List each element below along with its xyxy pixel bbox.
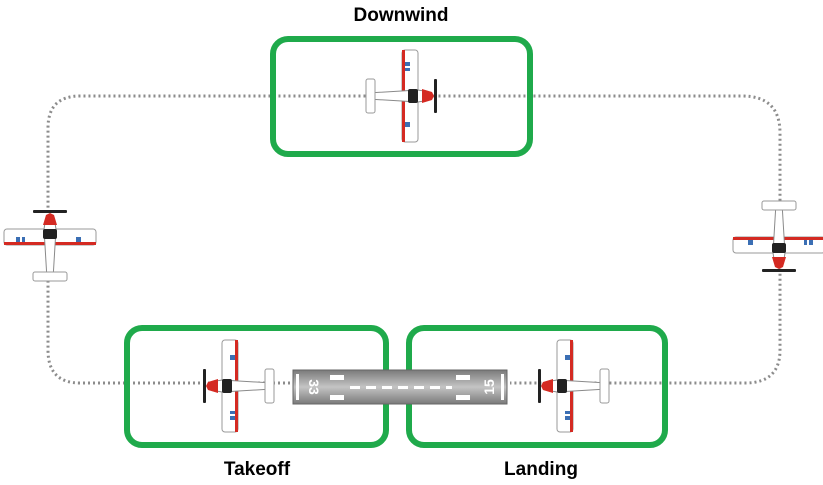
aircraft-crosswind (3, 209, 97, 282)
aircraft-downwind (365, 49, 438, 143)
traffic-pattern-path (46, 94, 782, 385)
downwind-box (270, 36, 533, 157)
downwind-label: Downwind (354, 5, 449, 26)
runway-number-right: 15 (481, 379, 497, 395)
runway: 33 15 (292, 369, 508, 405)
landing-label: Landing (504, 459, 578, 480)
aircraft-takeoff (202, 339, 275, 433)
aircraft-base (732, 200, 823, 273)
aircraft-landing (537, 339, 610, 433)
runway-number-left: 33 (306, 379, 322, 395)
takeoff-label: Takeoff (224, 459, 291, 480)
